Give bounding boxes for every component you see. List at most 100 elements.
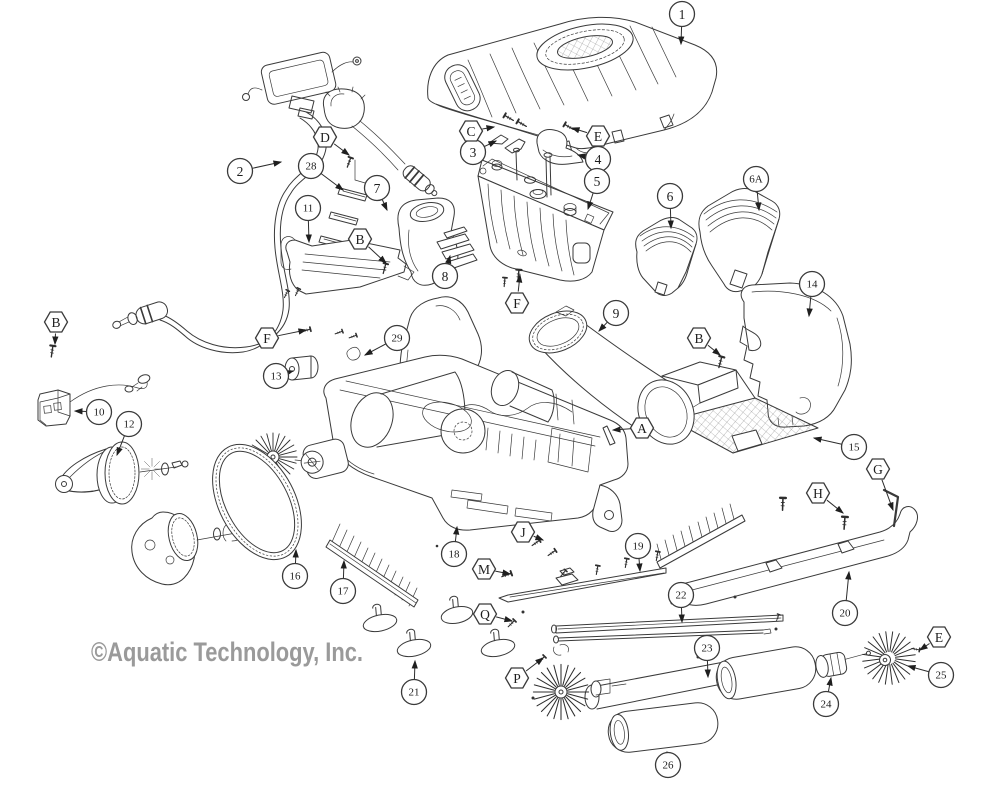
svg-text:G: G	[873, 462, 883, 477]
callout-3: 3	[459, 138, 498, 166]
callout-26: 26	[654, 750, 682, 779]
svg-text:20: 20	[840, 608, 852, 620]
callout-C: C	[458, 120, 496, 142]
part-12-drive-pulleys	[55, 441, 251, 586]
callout-28: 28	[297, 152, 344, 191]
part-17-spike-rake	[325, 523, 419, 608]
callout-J: J	[510, 521, 545, 543]
svg-text:15: 15	[849, 442, 861, 454]
svg-text:28: 28	[306, 161, 318, 173]
part-21-discs	[362, 595, 516, 658]
part-22-rails	[551, 614, 784, 644]
callout-29: 29	[363, 324, 411, 356]
callout-M: M	[471, 558, 512, 580]
part-16-drive-belt	[212, 443, 302, 561]
svg-text:22: 22	[676, 590, 687, 602]
callout-19: 19	[624, 532, 652, 573]
part-26-roller-brush	[607, 702, 719, 753]
svg-text:29: 29	[392, 333, 404, 345]
callout-11: 11	[294, 194, 322, 244]
callout-25: 25	[906, 661, 955, 689]
svg-text:26: 26	[663, 760, 675, 772]
svg-text:C: C	[466, 124, 475, 139]
part-13-roller	[276, 346, 361, 381]
callout-D: D	[312, 126, 350, 156]
svg-text:21: 21	[409, 687, 420, 699]
svg-text:5: 5	[594, 174, 601, 189]
callout-1: 1	[668, 0, 696, 46]
callout-18: 18	[440, 525, 468, 568]
part-20-bumper	[676, 506, 918, 606]
svg-text:6A: 6A	[749, 174, 763, 186]
callout-E: E	[918, 626, 952, 651]
callout-G: G	[865, 458, 894, 512]
callout-7: 7	[363, 174, 391, 212]
callout-4: 4	[576, 145, 612, 173]
part-11-skid-plate	[280, 236, 415, 295]
callout-B: B	[347, 228, 387, 264]
part-10-connector	[37, 374, 151, 427]
svg-text:11: 11	[303, 203, 314, 215]
svg-text:25: 25	[936, 670, 948, 682]
svg-text:6: 6	[667, 189, 674, 204]
callout-17: 17	[329, 559, 357, 605]
round-brush-left	[522, 644, 627, 731]
part-18-chassis-body	[239, 354, 629, 532]
svg-text:M: M	[478, 562, 490, 577]
svg-text:18: 18	[449, 549, 461, 561]
part-15-filter-screen	[661, 361, 819, 454]
svg-text:13: 13	[271, 371, 283, 383]
callout-14: 14	[798, 270, 826, 318]
part-1-top-cover	[427, 16, 718, 155]
callout-13: 13	[262, 362, 295, 390]
svg-text:24: 24	[821, 699, 833, 711]
callout-20: 20	[831, 570, 859, 627]
svg-text:2: 2	[237, 164, 244, 179]
svg-text:23: 23	[702, 643, 714, 655]
part-5-power-unit	[477, 147, 614, 282]
part-2-handle-and-cable	[112, 51, 438, 354]
callout-Q: Q	[472, 603, 514, 625]
svg-text:17: 17	[338, 586, 350, 598]
svg-text:A: A	[637, 421, 647, 436]
parts-3-4-fittings	[318, 129, 584, 250]
svg-text:D: D	[320, 130, 330, 145]
parts-6-6a-float-blocks	[635, 188, 781, 296]
svg-text:B: B	[355, 232, 364, 247]
svg-text:3: 3	[470, 145, 477, 160]
callout-P: P	[504, 657, 544, 689]
callout-21: 21	[400, 659, 428, 706]
callout-10: 10	[73, 398, 113, 426]
callout-16: 16	[281, 548, 309, 590]
spike-rake-right	[656, 503, 746, 569]
svg-text:F: F	[513, 296, 521, 311]
svg-text:E: E	[594, 129, 602, 144]
part-25-round-brush	[851, 620, 927, 696]
callout-15: 15	[812, 433, 868, 461]
callout-B: B	[43, 311, 69, 346]
callout-5: 5	[583, 167, 611, 211]
callout-A: A	[611, 417, 655, 439]
part-24-hub	[815, 650, 871, 678]
callout-F: F	[504, 273, 530, 314]
callout-22: 22	[667, 581, 695, 624]
svg-text:P: P	[513, 671, 521, 686]
svg-text:J: J	[520, 525, 525, 540]
part-19-wand	[498, 567, 667, 603]
svg-text:Q: Q	[480, 607, 490, 622]
part-9-motor-cone	[528, 305, 695, 445]
svg-text:9: 9	[613, 306, 620, 321]
svg-text:B: B	[694, 331, 703, 346]
svg-text:B: B	[51, 315, 60, 330]
callout-23: 23	[693, 634, 721, 679]
callout-H: H	[805, 482, 844, 514]
callout-6: 6	[656, 182, 684, 230]
svg-text:14: 14	[807, 279, 819, 291]
callout-B: B	[686, 327, 721, 356]
svg-text:H: H	[813, 486, 823, 501]
svg-text:4: 4	[595, 152, 602, 167]
callout-F: F	[254, 327, 308, 349]
